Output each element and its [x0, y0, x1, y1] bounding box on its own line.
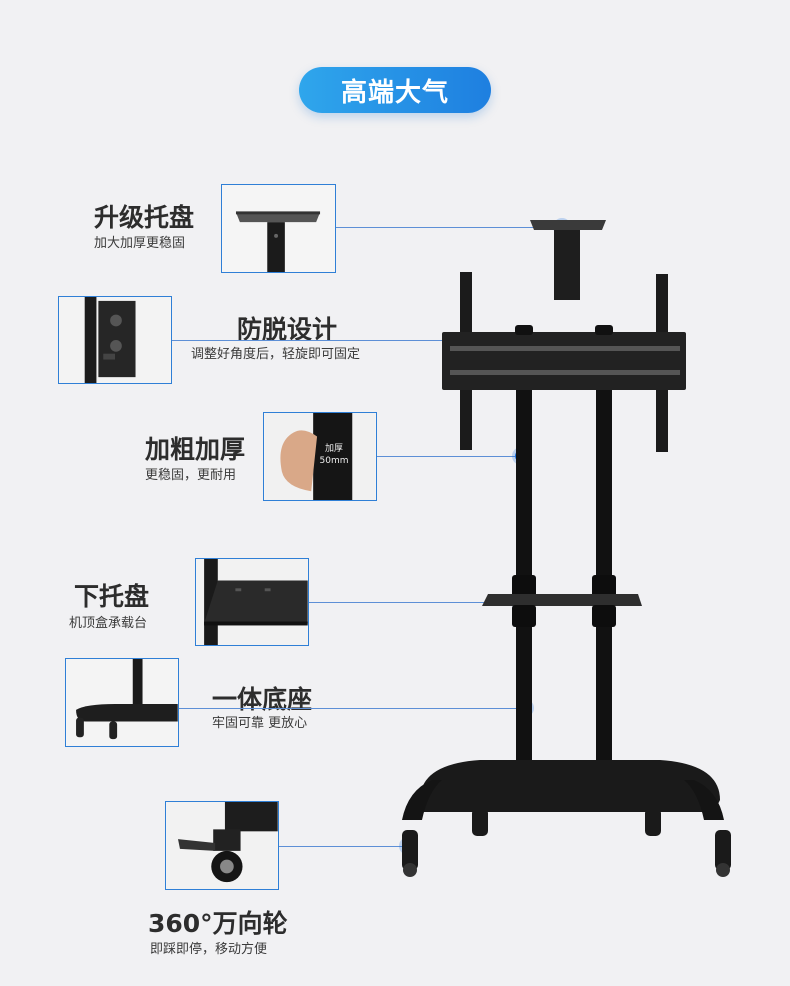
tv-stand-product-image — [402, 220, 731, 877]
lower-tray — [482, 594, 642, 606]
feature-title-upgraded-tray: 升级托盘 — [94, 203, 195, 232]
feature-title-one-piece-base: 一体底座 — [212, 685, 313, 714]
feature-subtitle-caster: 即踩即停，移动方便 — [150, 942, 268, 957]
section-title-pill: 高端大气 — [299, 67, 491, 113]
feature-title-lower-tray: 下托盘 — [74, 582, 150, 611]
mount-crossbar — [442, 332, 686, 390]
caster-front-right — [715, 830, 731, 877]
thickness-badge-line2: 50mm — [319, 456, 349, 466]
feature-subtitle-upgraded-tray: 加大加厚更稳固 — [94, 236, 186, 251]
feature-subtitle-anti-drop: 调整好角度后，轻旋即可固定 — [191, 347, 361, 362]
connector-line-3 — [377, 456, 520, 457]
feature-subtitle-one-piece-base: 牢固可靠 更放心 — [212, 716, 308, 731]
feature-title-anti-drop: 防脱设计 — [237, 315, 338, 344]
top-tray-thumbnail — [221, 184, 336, 273]
top-tray — [530, 220, 606, 230]
lower-tray-thumbnail — [195, 558, 309, 646]
top-tray-mount — [554, 230, 580, 300]
caster-thumbnail — [165, 801, 279, 890]
anti-drop-bracket-thumbnail — [58, 296, 172, 384]
thickness-badge: 加厚 50mm — [319, 443, 349, 467]
stand-base — [420, 760, 720, 812]
connector-line-6 — [279, 846, 409, 847]
connector-line-5 — [179, 708, 525, 709]
feature-subtitle-lower-tray: 机顶盒承载台 — [69, 616, 148, 631]
base-thumbnail — [65, 658, 179, 747]
thickness-badge-line1: 加厚 — [324, 444, 343, 454]
feature-title-caster: 360°万向轮 — [148, 909, 288, 938]
thick-pole-thumbnail: 加厚 50mm — [263, 412, 377, 501]
caster-mid-right — [645, 808, 661, 836]
feature-title-thickened: 加粗加厚 — [145, 435, 246, 464]
connector-line-2 — [172, 340, 464, 341]
connector-line-4 — [309, 602, 519, 603]
caster-mid-left — [472, 808, 488, 836]
feature-subtitle-thickened: 更稳固，更耐用 — [145, 468, 237, 483]
connector-line-1 — [336, 227, 561, 228]
caster-front-left — [402, 830, 418, 877]
